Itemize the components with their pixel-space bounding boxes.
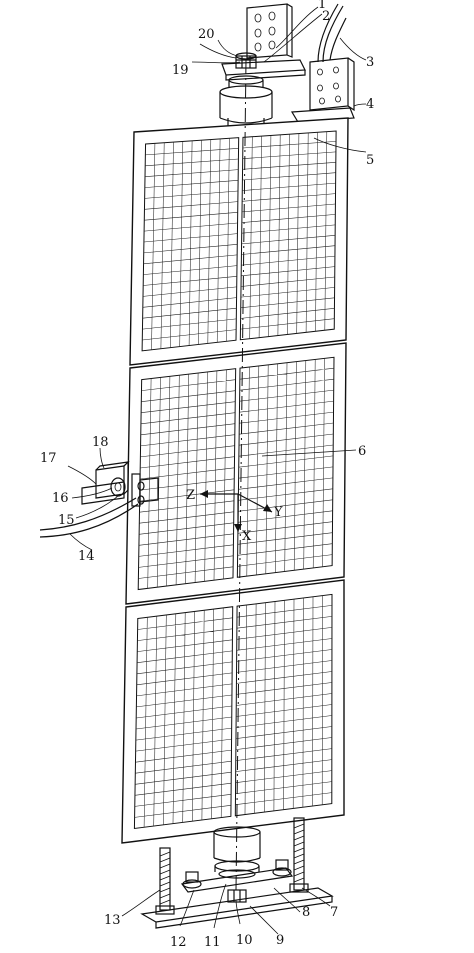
- panel-cell-array: [141, 137, 240, 352]
- right-threaded-rod: [289, 817, 309, 893]
- label-6: 6: [358, 444, 366, 459]
- label-20: 20: [198, 27, 215, 42]
- bottom-cross-bar: [180, 859, 294, 893]
- sensor-bracket: [290, 57, 355, 123]
- panel-cell-grid: [237, 358, 334, 577]
- panel-cell-array: [234, 593, 333, 817]
- top-base-plate: [221, 59, 306, 81]
- label-4: 4: [366, 97, 374, 112]
- bottom-coupling: [213, 826, 261, 879]
- label-18: 18: [92, 435, 109, 450]
- label-8: 8: [302, 905, 310, 920]
- panel-cell-grid: [235, 595, 333, 815]
- label-1: 1: [318, 0, 326, 12]
- bottom-nut: [227, 889, 247, 903]
- panel-cell-grid: [134, 607, 233, 828]
- label-16: 16: [52, 491, 69, 506]
- axis-z-label: Z: [186, 488, 195, 503]
- panel-cell-array: [133, 606, 234, 830]
- label-2: 2: [322, 9, 330, 24]
- panel-cell-grid: [138, 369, 236, 589]
- coordinate-axes: Z X Y: [186, 488, 283, 544]
- panel-cell-grid: [240, 131, 337, 339]
- label-13: 13: [104, 913, 121, 928]
- panel-cell-array: [239, 130, 337, 341]
- left-threaded-rod: [155, 847, 175, 915]
- top-bracket: [246, 3, 293, 59]
- solar-panel-stack: [121, 117, 349, 844]
- axis-x-label: X: [242, 529, 252, 544]
- part-number-labels: 1 2 3 4 5 6 7 8 9 10 11 12 13 14 15 16 1…: [40, 0, 374, 950]
- top-coupling: [219, 75, 273, 126]
- label-19: 19: [172, 63, 189, 78]
- bottom-base-plate: [140, 887, 334, 929]
- label-3: 3: [366, 55, 374, 70]
- label-15: 15: [58, 513, 75, 528]
- axis-y-label: Y: [273, 505, 283, 520]
- sensor-cables: [317, 3, 347, 63]
- panel-frame: [121, 579, 345, 844]
- bottom-mount-assembly: [140, 817, 334, 929]
- label-17: 17: [40, 451, 57, 466]
- label-9: 9: [276, 933, 284, 948]
- side-clamp-assembly: [39, 460, 159, 538]
- panel-cell-grid: [142, 138, 239, 350]
- top-panel: [129, 117, 349, 366]
- label-10: 10: [236, 933, 253, 948]
- label-7: 7: [330, 905, 338, 920]
- label-14: 14: [78, 549, 95, 564]
- label-12: 12: [170, 935, 187, 950]
- panel-cell-array: [137, 368, 237, 591]
- label-5: 5: [366, 153, 374, 168]
- center-axis-line: [235, 59, 247, 891]
- middle-panel: [125, 342, 347, 605]
- bottom-panel: [121, 579, 345, 844]
- leader-lines: [67, 6, 367, 935]
- label-11: 11: [204, 935, 221, 950]
